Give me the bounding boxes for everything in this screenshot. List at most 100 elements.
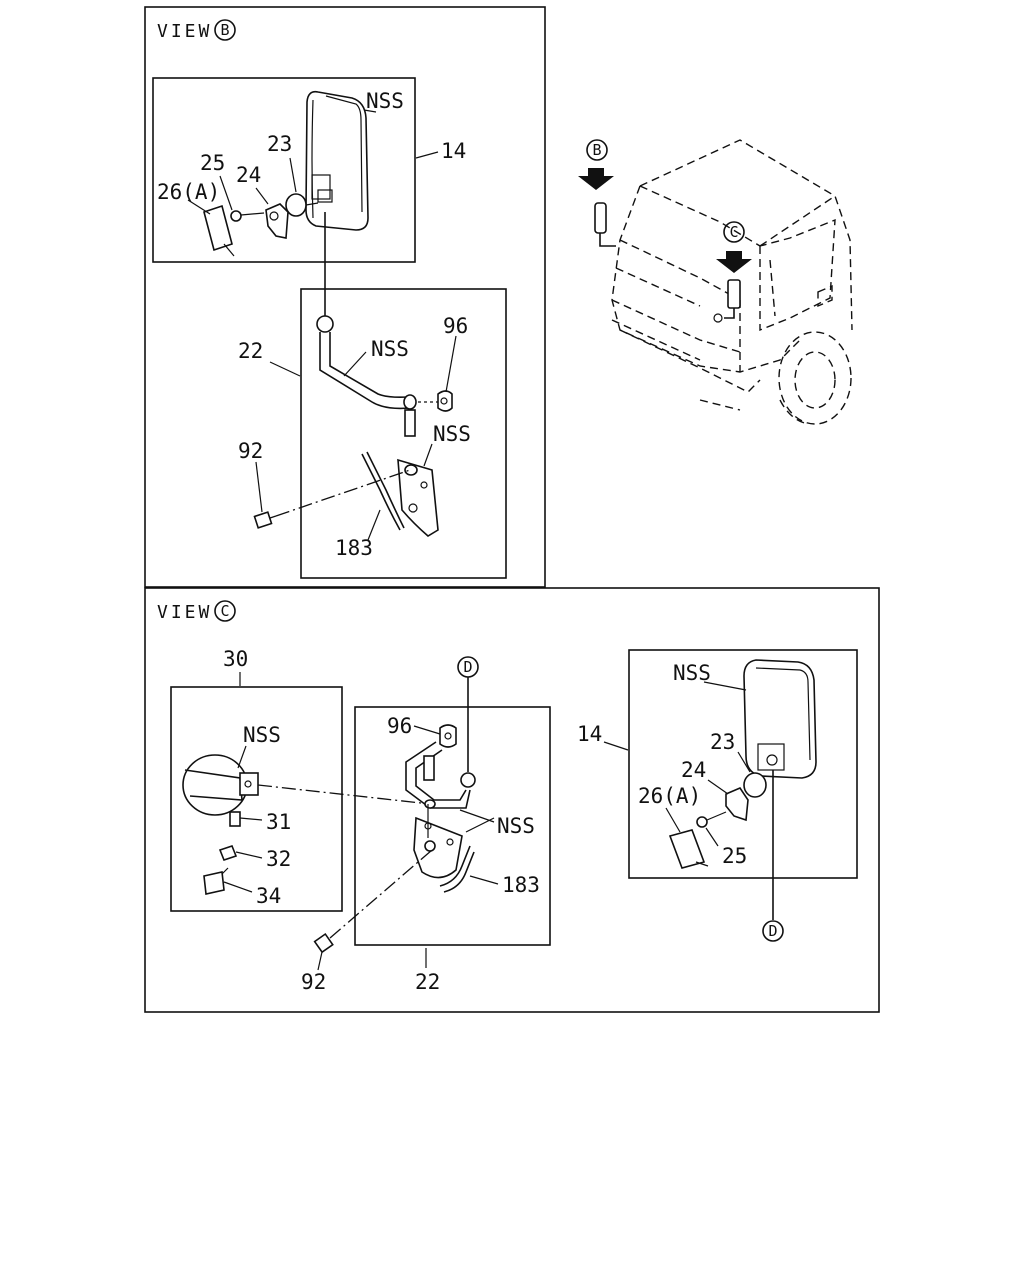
view-b-mirror-box: [152, 77, 416, 263]
view-b-label-nss-stay: NSS: [371, 337, 409, 361]
view-b-label-23: 23: [267, 132, 292, 156]
view-b-label-22: 22: [238, 339, 263, 363]
view-b-leader-183: [367, 509, 381, 541]
view-c-leader-14: [603, 741, 629, 751]
svg-text:B: B: [592, 141, 601, 159]
view-c-label-26a: 26(A): [638, 784, 701, 808]
truck-mirror-c: [713, 279, 741, 323]
view-c-cover-34: [203, 867, 253, 895]
view-c-label-25: 25: [722, 844, 747, 868]
view-c-leader-24: [707, 779, 729, 795]
view-c-label-96: 96: [387, 714, 412, 738]
view-c-stay-box: [354, 706, 551, 946]
view-b-bushing-96: [418, 390, 453, 412]
view-b-leader-14: [415, 151, 439, 159]
view-b-label-26a: 26(A): [157, 180, 220, 204]
view-c-label-31: 31: [266, 810, 291, 834]
view-c-under-mirror-box: [170, 686, 343, 912]
view-c-leader-nss-mirror: [703, 681, 747, 691]
view-b-label-nss-mirror: NSS: [366, 89, 404, 113]
view-c-label-30: 30: [223, 647, 248, 671]
view-b-bracket: [397, 458, 439, 537]
svg-text:C: C: [729, 223, 738, 241]
view-c-label-nss-under: NSS: [243, 723, 281, 747]
view-b-leader-22: [269, 361, 301, 377]
view-b-label-96: 96: [443, 314, 468, 338]
view-c-under-mirror: [182, 754, 259, 816]
view-c-label-24: 24: [681, 758, 706, 782]
view-c-bushing-96: [439, 724, 457, 748]
svg-text:D: D: [463, 658, 472, 676]
view-c-screw-32: [218, 845, 263, 861]
truck-mirror-b: [594, 202, 616, 247]
view-b-panel: VIEW B: [144, 6, 546, 588]
view-c-leader-nss-stay-b: [459, 809, 495, 823]
view-c-stay-22: [405, 741, 476, 809]
view-c-label-14: 14: [577, 722, 602, 746]
view-b-leader-23: [289, 157, 297, 193]
view-c-leader-183: [469, 875, 499, 885]
view-b-cap-23: [285, 193, 319, 217]
view-c-label-32: 32: [266, 847, 291, 871]
view-c-panel: VIEW C 30 NSS 31 32: [144, 587, 880, 1013]
view-c-frame: [144, 587, 880, 1013]
view-c-under-mirror-axis: [257, 784, 431, 805]
truck-marker-c: C: [723, 221, 745, 243]
view-c-label-nss-stay: NSS: [497, 814, 535, 838]
view-c-cap-23: [743, 772, 767, 798]
view-c-title: VIEW: [157, 602, 212, 623]
view-c-leader-25: [705, 827, 719, 847]
view-b-leader-nss-stay: [343, 351, 367, 377]
view-c-leader-26a: [665, 807, 681, 833]
view-c-clip-31: [229, 811, 263, 827]
view-b-mirror-head: [305, 90, 369, 231]
view-b-frame: [144, 6, 546, 588]
view-b-leader-92: [255, 461, 263, 513]
view-c-connector-d-bottom: D: [762, 920, 784, 942]
view-c-label-nss-mirror: NSS: [673, 661, 711, 685]
view-c-label-22: 22: [415, 970, 440, 994]
view-c-bracket: [413, 816, 463, 879]
view-c-bolt-92: [313, 932, 334, 954]
view-c-cover-24: [725, 787, 749, 822]
view-b-cover-24: [265, 203, 289, 239]
view-b-label-25: 25: [200, 151, 225, 175]
view-b-leader-24: [255, 187, 269, 205]
view-b-title: VIEW: [157, 21, 212, 42]
view-c-label-183: 183: [502, 873, 540, 897]
view-b-bolt-92: [253, 511, 277, 529]
truck-arrow-b: [578, 168, 614, 190]
view-c-mirror-box: [628, 649, 858, 879]
view-b-label-183: 183: [335, 536, 373, 560]
view-c-connector-d-top: D: [457, 656, 479, 678]
view-b-label-24: 24: [236, 163, 261, 187]
view-c-seal-183: [439, 845, 475, 893]
view-b-leader-25: [219, 175, 233, 211]
view-b-leader-96: [445, 335, 457, 393]
view-c-screw-25: [696, 811, 727, 828]
view-b-plate-26a: [203, 204, 235, 257]
view-c-label-23: 23: [710, 730, 735, 754]
truck-marker-b: B: [586, 139, 608, 161]
svg-text:C: C: [220, 602, 229, 620]
view-c-plate-26a: [668, 829, 709, 869]
view-b-leader-26a: [187, 199, 211, 215]
view-b-leader-nss: [363, 109, 377, 113]
view-c-mirror-head: [743, 659, 817, 779]
view-c-bolt-axis: [329, 849, 433, 939]
svg-text:D: D: [768, 922, 777, 940]
view-c-leader-23: [737, 751, 751, 773]
view-b-screw-25: [230, 210, 265, 222]
view-b-stay-22: [316, 315, 417, 437]
view-c-leader-92: [317, 951, 323, 971]
view-c-marker: C: [214, 600, 236, 622]
truck-arrow-c: [716, 251, 752, 273]
view-c-label-34: 34: [256, 884, 281, 908]
truck-cab-overview: [611, 139, 853, 425]
view-b-label-nss-bracket: NSS: [433, 422, 471, 446]
view-b-marker: B: [214, 19, 236, 41]
view-c-leader-nss-under: [237, 745, 247, 769]
view-c-label-92: 92: [301, 970, 326, 994]
view-b-label-92: 92: [238, 439, 263, 463]
